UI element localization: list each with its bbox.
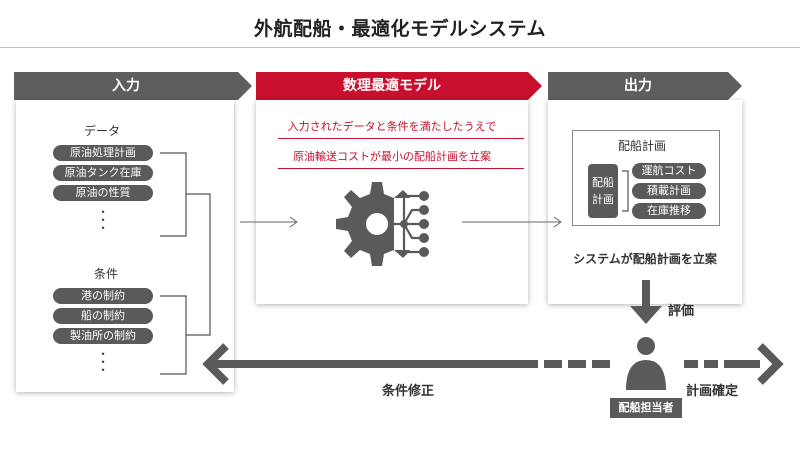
plan-item-operating-cost: 運航コスト bbox=[632, 163, 706, 179]
data-item-crude-processing-plan: 原油処理計画 bbox=[53, 145, 153, 161]
conditions-label: 条件 bbox=[94, 267, 119, 281]
data-item-crude-properties: 原油の性質 bbox=[53, 185, 153, 201]
title-divider bbox=[0, 47, 800, 48]
output-header-bar bbox=[548, 72, 742, 100]
model-line-1: 入力されたデータと条件を満たしたうえで bbox=[287, 120, 497, 133]
plan-label-line-2: 計画 bbox=[592, 193, 614, 206]
data-ellipsis: ・・・ bbox=[96, 205, 109, 235]
output-header: 出力 bbox=[624, 78, 652, 94]
plan-box bbox=[572, 130, 720, 226]
plan-title: 配船計画 bbox=[618, 139, 667, 153]
revise-label: 条件修正 bbox=[382, 384, 435, 399]
model-line-1-underline bbox=[278, 138, 524, 139]
confirm-label: 計画確定 bbox=[686, 384, 739, 399]
data-label: データ bbox=[84, 124, 121, 138]
model-line-2: 原油輸送コストが最小の配船計画を立案 bbox=[293, 150, 491, 163]
conditions-ellipsis: ・・・ bbox=[96, 347, 109, 377]
condition-item-refinery: 製油所の制約 bbox=[53, 328, 153, 344]
input-header-bar bbox=[14, 72, 252, 100]
output-caption: システムが配船計画を立案 bbox=[573, 252, 717, 266]
model-header: 数理最適モデル bbox=[343, 78, 441, 94]
input-header: 入力 bbox=[112, 78, 140, 94]
condition-item-ship: 船の制約 bbox=[53, 308, 153, 324]
condition-item-port: 港の制約 bbox=[53, 288, 153, 304]
page-title: 外航配船・最適化モデルシステム bbox=[254, 18, 546, 40]
plan-item-inventory-trend: 在庫推移 bbox=[632, 203, 706, 219]
model-line-2-underline bbox=[278, 168, 524, 169]
evaluate-label: 評価 bbox=[668, 304, 695, 319]
model-header-bar bbox=[256, 72, 542, 100]
plan-label-box: 配船 計画 bbox=[588, 164, 618, 218]
input-panel bbox=[16, 100, 234, 392]
output-panel bbox=[548, 100, 742, 304]
model-description: 入力されたデータと条件を満たしたうえで 原油輸送コストが最小の配船計画を立案 bbox=[256, 118, 546, 188]
person-label: 配船担当者 bbox=[610, 398, 682, 418]
plan-item-loading-plan: 積載計画 bbox=[632, 183, 706, 199]
plan-label-line-1: 配船 bbox=[592, 176, 614, 189]
data-item-crude-tank-inventory: 原油タンク在庫 bbox=[53, 165, 153, 181]
